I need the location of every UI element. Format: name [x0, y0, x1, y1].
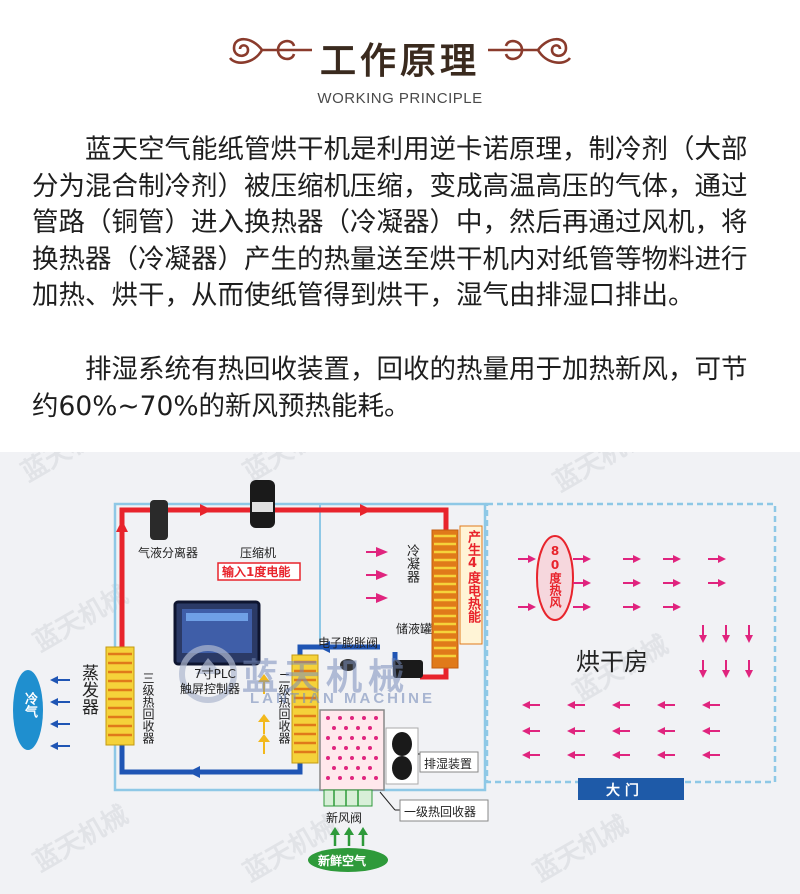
- fresh-air-valve: [323, 789, 373, 807]
- label-stage1-recovery: 一级热回收器: [404, 805, 477, 819]
- pipe-arrow: [188, 766, 200, 778]
- liquid-tank: [393, 660, 423, 678]
- label-evaporator: 蒸发器: [78, 664, 98, 715]
- label-liquid-tank: 储液罐: [396, 622, 433, 636]
- output-heat-box: [459, 525, 483, 645]
- cold-air-arrows: [50, 676, 70, 750]
- pipe-arrow: [360, 504, 372, 516]
- condenser-arrows: [366, 547, 388, 603]
- brand-logo-icon: [179, 645, 237, 703]
- label-condenser: 冷凝器: [404, 544, 419, 583]
- label-plc-model: 7寸PLC: [194, 667, 236, 681]
- label-dehumidifier: 排湿装置: [424, 757, 473, 771]
- label-drying-room: 烘干房: [576, 648, 648, 676]
- stage2-recovery-coil: [291, 654, 319, 764]
- svg-text:蓝天机械: 蓝天机械: [549, 452, 654, 498]
- label-stage2-recovery: 二级热回收器: [277, 672, 291, 744]
- paragraph-heat-recovery: 排湿系统有热回收装置，回收的热量用于加热新风，可节约60%~70%的新风预热能耗…: [32, 354, 748, 422]
- stage1-label-box: [399, 799, 489, 822]
- leader-line: [379, 791, 396, 811]
- gas-liquid-separator: [150, 500, 168, 540]
- page-subtitle: WORKING PRINCIPLE: [317, 90, 483, 107]
- input-power-box: [217, 562, 301, 581]
- header: 工作原理 WORKING PRINCIPLE: [0, 0, 800, 120]
- label-hot-air: 80度热风: [548, 544, 562, 608]
- svg-text:蓝天机械: 蓝天机械: [17, 452, 122, 488]
- label-door: 大 门: [606, 783, 639, 799]
- hot-air-badge: [536, 535, 574, 621]
- label-expansion-valve: 电子膨胀阀: [318, 636, 379, 650]
- evaporator-coil: [105, 646, 135, 746]
- label-fresh-air-valve: 新风阀: [326, 811, 363, 825]
- svg-text:蓝天机械: 蓝天机械: [29, 800, 134, 878]
- working-principle-diagram: 蓝天机械 蓝天机械 蓝天机械 蓝天机械 蓝天机械 蓝天机械 蓝天机械 蓝天机械: [0, 452, 800, 894]
- ornament-right-icon: [488, 37, 572, 64]
- label-plc-name: 触屏控制器: [180, 682, 241, 696]
- svg-text:蓝天机械: 蓝天机械: [529, 810, 634, 888]
- cold-air-badge: [13, 670, 43, 750]
- drying-arrows: [518, 555, 753, 759]
- dehumidifier-label-box: [419, 751, 479, 773]
- ornament-left-icon: [228, 37, 312, 64]
- pipe-arrow: [318, 641, 330, 653]
- label-output-heat: 产生4度电热能: [465, 530, 480, 623]
- door: [578, 778, 684, 800]
- page-title: 工作原理: [319, 41, 480, 82]
- fresh-air-arrows: [330, 827, 368, 846]
- label-stage3-recovery: 三级热回收器: [141, 672, 155, 744]
- label-input-power: 输入1度电能: [222, 565, 291, 579]
- label-cold-air: 冷气: [22, 692, 37, 718]
- brand-name-cn: 蓝天机械: [242, 657, 411, 698]
- expansion-valve: [340, 659, 356, 671]
- label-gas-liquid-separator: 气液分离器: [138, 546, 199, 560]
- svg-text:蓝天机械: 蓝天机械: [29, 580, 134, 658]
- yellow-arrows: [258, 674, 270, 754]
- pipe-arrow: [200, 504, 212, 516]
- brand-name-en: LANTIAN MACHINE: [250, 690, 435, 707]
- label-compressor: 压缩机: [240, 546, 277, 560]
- label-fresh-air: 新鲜空气: [318, 854, 367, 868]
- diagram-graphics: 蓝天机械 蓝天机械 蓝天机械 蓝天机械 蓝天机械 蓝天机械 蓝天机械 蓝天机械: [13, 452, 777, 888]
- pipe-arrow: [116, 520, 128, 532]
- fresh-air-badge: [308, 848, 388, 872]
- paragraph-principle: 蓝天空气能纸管烘干机是利用逆卡诺原理，制冷剂（大部分为混合制冷剂）被压缩机压缩，…: [32, 134, 748, 311]
